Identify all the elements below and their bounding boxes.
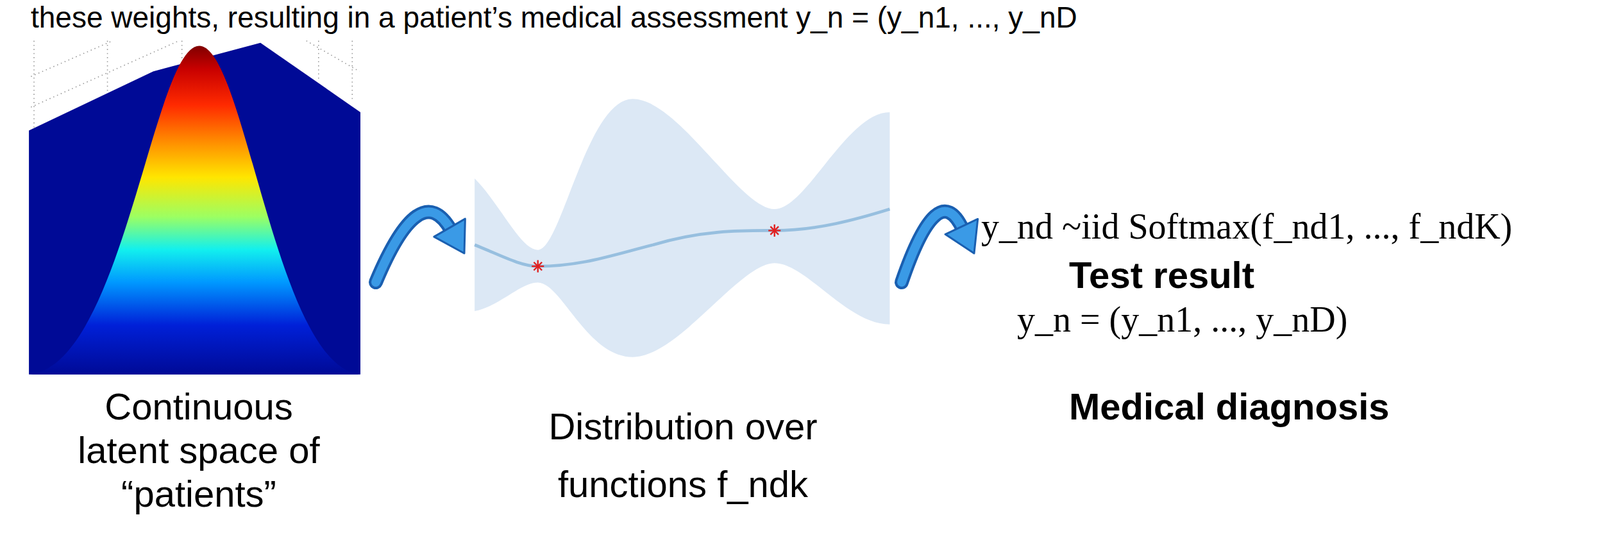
heading-label: Medical diagnosis [1069, 384, 1390, 429]
panel-node: y_nd ~iid Softmax(f_nd1, ..., f_ndK) Test… [977, 192, 1597, 449]
gp-mean [474, 209, 890, 267]
surface-plane [28, 42, 361, 375]
arrow-stroke [375, 211, 451, 283]
arrow-stroke [375, 211, 451, 283]
gp-band [474, 98, 890, 357]
formula: y_nd ~iid Softmax(f_nd1, ..., f_ndK) [981, 205, 1513, 248]
formula: y_n = (y_n1, ..., y_nD) [1017, 298, 1348, 341]
panel-caption: Distribution over functions f_ndk [529, 397, 837, 514]
arrow-head [434, 218, 466, 254]
heading-label: Test result [1069, 253, 1255, 297]
arrow-head [945, 218, 978, 254]
arrow-stroke [901, 211, 963, 283]
curved-arrow [901, 211, 978, 283]
panel-node: Continuous latent space of “patients” [25, 38, 372, 533]
panel-caption: Continuous latent space of “patients” [64, 384, 334, 516]
gaussian-bump [28, 46, 361, 375]
curved-arrow [375, 211, 465, 283]
panel-node: Distribution over functions f_ndk [468, 89, 898, 533]
observation-star [531, 260, 544, 273]
arrow-stroke [901, 211, 963, 283]
header-text: these weights, resulting in a patient’s … [30, 0, 1078, 35]
observation-star [768, 224, 781, 237]
